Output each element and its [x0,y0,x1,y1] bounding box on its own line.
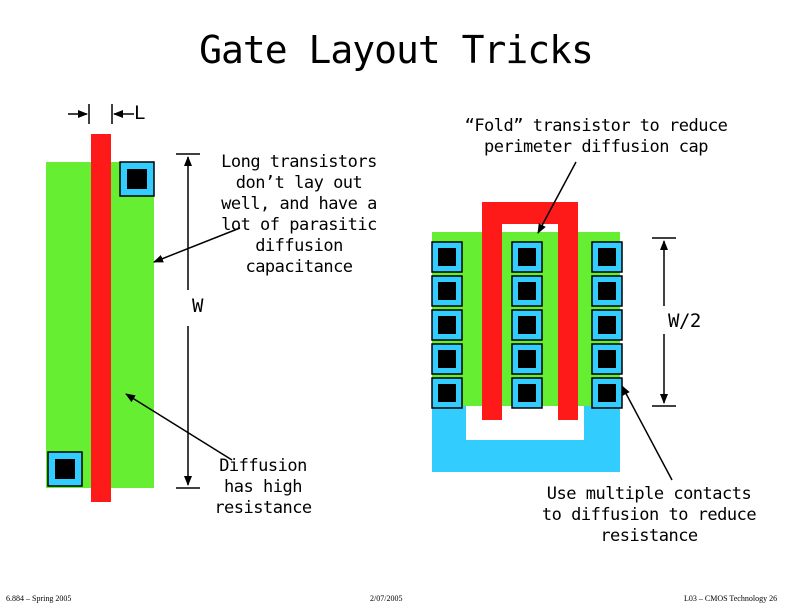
contact-2-1 [511,241,543,273]
contact-2-3 [511,309,543,341]
contact-3-1 [591,241,623,273]
contact-3-4 [591,343,623,375]
label-multiple-contacts: Use multiple contacts to diffusion to re… [541,484,757,546]
label-width: W [192,295,203,317]
label-fold-transistor: “Fold” transistor to reduce perimeter di… [464,116,728,157]
label-diffusion-resistance: Diffusion has high resistance [214,456,312,518]
footer-right: L03 – CMOS Technology 26 [684,594,778,603]
arrow-diffusion-resistance [125,393,233,461]
arrow-multiple-contacts [621,385,673,481]
folded-transistor [431,202,623,472]
contact-2-5 [511,377,543,409]
width-dimension [176,153,200,489]
contact-1-1 [431,241,463,273]
half-width-dimension [652,237,676,407]
footer-left: 6.884 – Spring 2005 [6,594,72,603]
annotation-arrows [125,161,673,481]
slide-title: Gate Layout Tricks [199,28,594,72]
contact-1-2 [431,275,463,307]
arrow-long-transistors [153,227,241,263]
length-dimension [68,104,134,124]
footer-center: 2/07/2005 [370,594,403,603]
long-transistor [46,134,155,502]
contact-left-top [119,161,155,197]
contact-left-bottom [47,451,83,487]
arrow-fold [537,161,577,234]
poly-gate-folded [482,202,578,420]
label-half-width: W/2 [668,310,701,332]
contact-1-4 [431,343,463,375]
contact-1-5 [431,377,463,409]
label-long-transistors: Long transistors don’t lay out well, and… [221,152,377,277]
contact-array [431,241,623,409]
label-gate-length: L [134,102,145,124]
contact-2-4 [511,343,543,375]
contact-2-2 [511,275,543,307]
poly-gate-left [91,134,111,502]
diffusion-blue-u [432,406,620,472]
contact-3-2 [591,275,623,307]
contact-3-3 [591,309,623,341]
contact-3-5 [591,377,623,409]
contact-1-3 [431,309,463,341]
